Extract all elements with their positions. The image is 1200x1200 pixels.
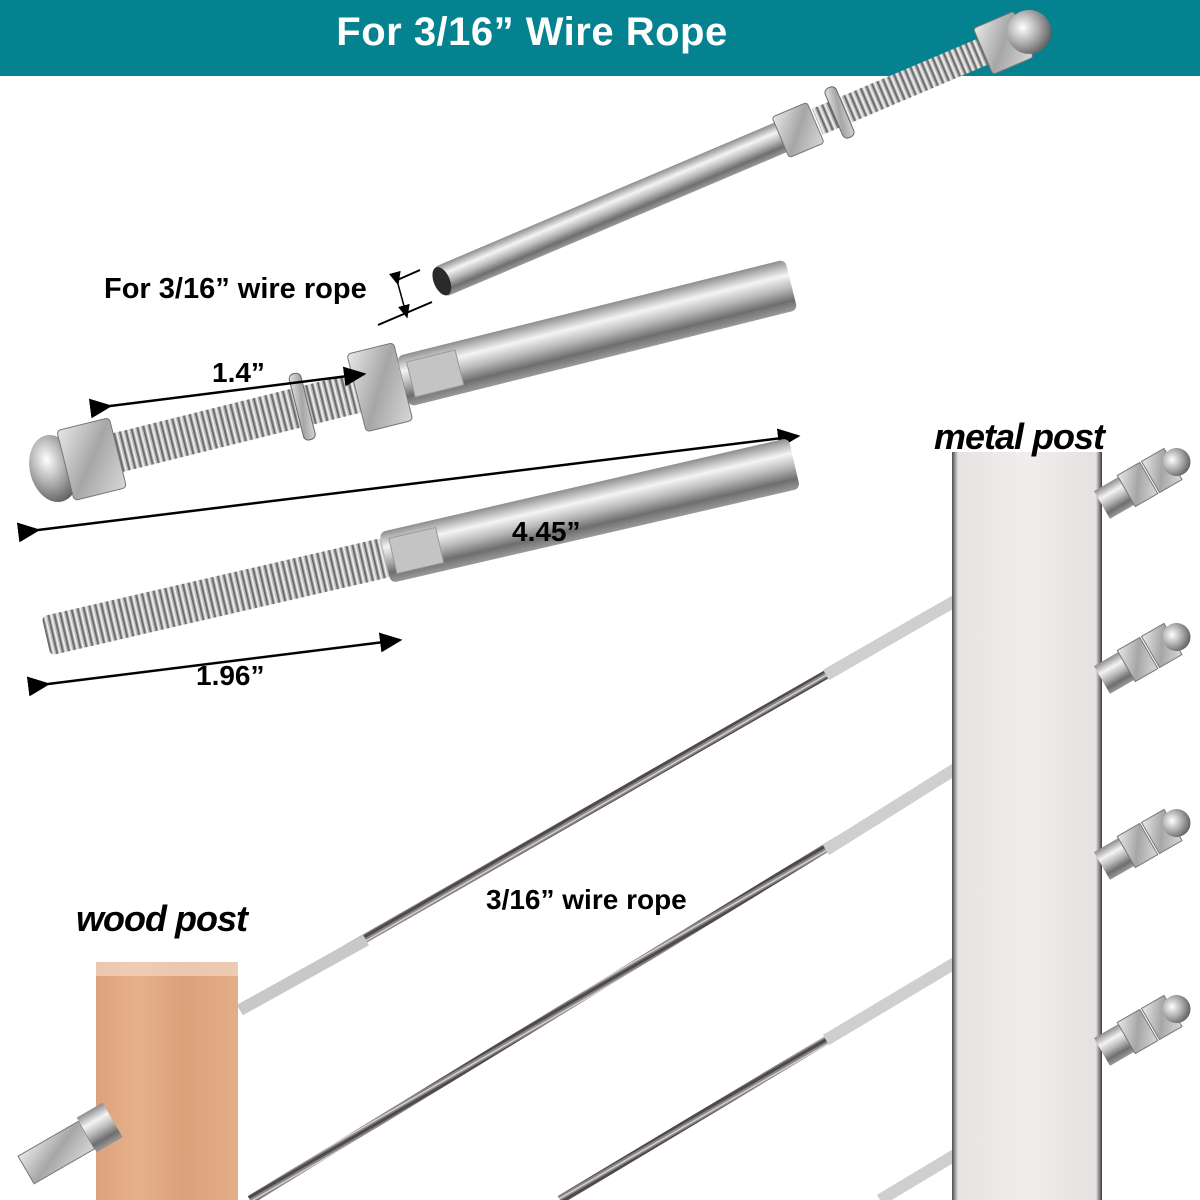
- wood-post-label: wood post: [76, 898, 248, 939]
- barrel-flat: [388, 526, 445, 575]
- wood-post-terminal: [17, 1102, 123, 1185]
- total-length-label: 4.45”: [512, 516, 581, 547]
- swage-barrel: [398, 260, 797, 406]
- stud-terminal: [42, 439, 799, 655]
- rope-diameter-label: For 3/16” wire rope: [104, 273, 367, 305]
- cable-4: [876, 1146, 964, 1200]
- thread-length-label: 1.4”: [212, 357, 265, 388]
- metal-post-label: metal post: [934, 416, 1105, 457]
- wire-ropes: [237, 592, 964, 1200]
- top-terminal-assembly: [432, 9, 1052, 296]
- stud-length-label: 1.96”: [196, 660, 265, 691]
- cable-label: 3/16” wire rope: [486, 884, 687, 915]
- metal-post-terminals: [1094, 447, 1191, 1066]
- banner-title: For 3/16” Wire Rope: [336, 10, 728, 54]
- dim-arrow-1-96: [26, 632, 403, 697]
- barrel-opening: [432, 267, 452, 296]
- barrel-flat: [405, 349, 465, 398]
- wood-post-body: [96, 962, 238, 1200]
- threaded-stud: [42, 538, 391, 655]
- metal-post-body: [952, 452, 1102, 1200]
- hex-nut: [772, 102, 824, 158]
- swage-barrel: [380, 439, 799, 582]
- threaded-stud: [811, 26, 1017, 135]
- washer: [824, 86, 855, 139]
- dim-arrow-1-4: [88, 366, 367, 419]
- acorn-nut-dome: [1007, 9, 1052, 54]
- dim-arrow-4-45: [16, 428, 801, 543]
- swage-barrel: [434, 112, 814, 296]
